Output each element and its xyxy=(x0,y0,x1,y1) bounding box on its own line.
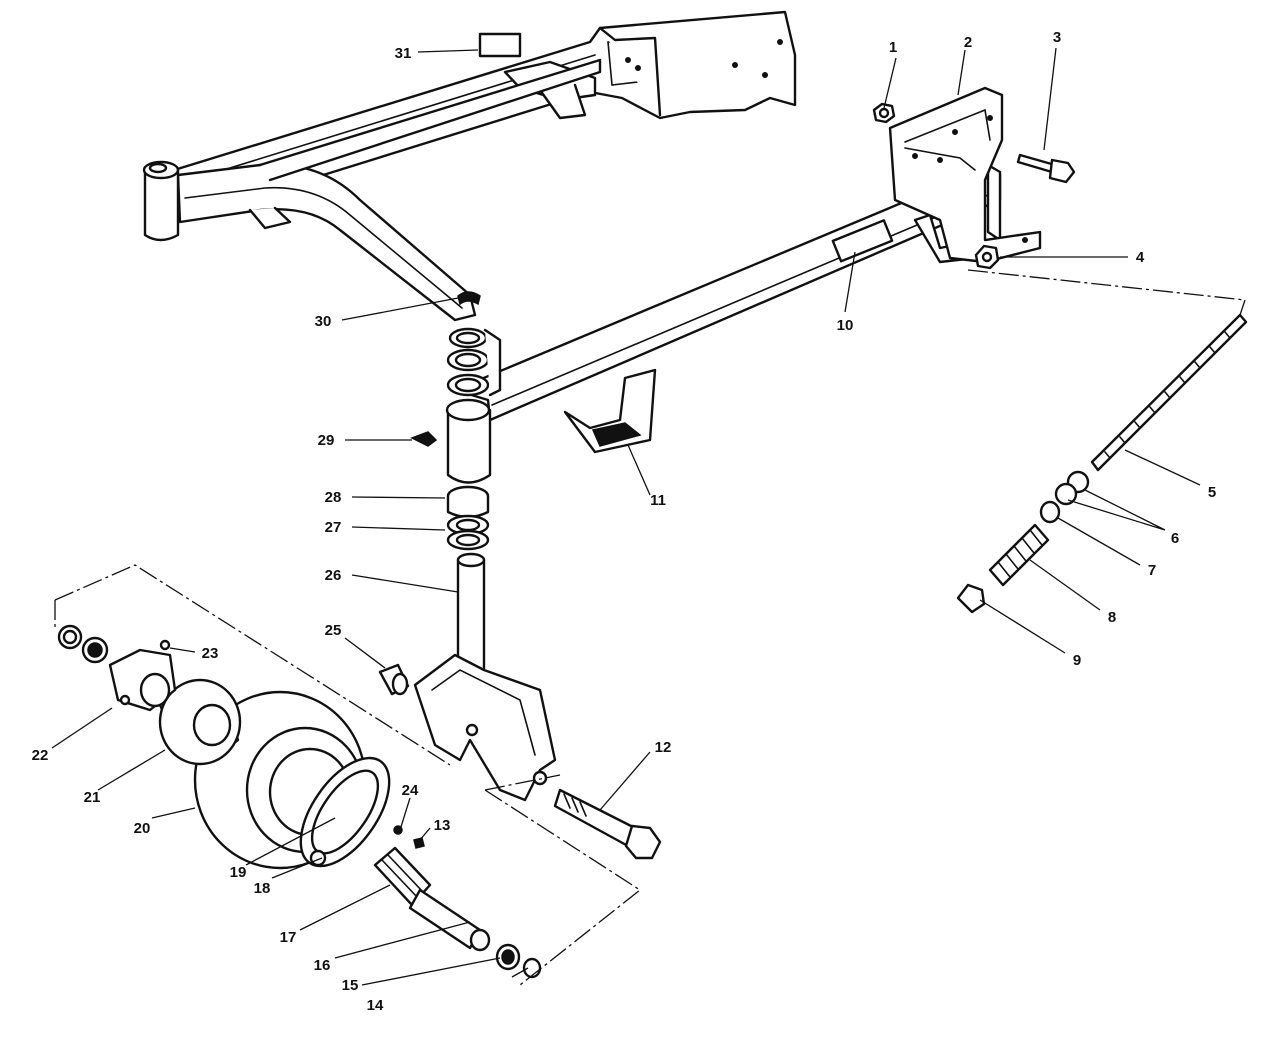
callout-13: 13 xyxy=(434,817,451,834)
seal-ring xyxy=(57,624,109,664)
callout-6: 6 xyxy=(1171,530,1179,547)
callout-31: 31 xyxy=(395,45,412,62)
callout-3: 3 xyxy=(1053,29,1061,46)
callout-9: 9 xyxy=(1073,652,1081,669)
callout-26: 26 xyxy=(325,567,342,584)
callout-12: 12 xyxy=(655,739,672,756)
bolt-3 xyxy=(1016,153,1076,184)
bolt-12 xyxy=(553,788,662,860)
callout-8: 8 xyxy=(1108,609,1116,626)
leader-lines xyxy=(51,47,1201,986)
callout-22: 22 xyxy=(32,747,49,764)
assembly-lines xyxy=(54,269,1246,986)
washer-27 xyxy=(446,514,490,551)
washer-7 xyxy=(1039,500,1061,524)
callout-4: 4 xyxy=(1136,249,1145,266)
spring-8 xyxy=(988,523,1050,587)
frame-cross-arm xyxy=(142,58,602,322)
grease-fitting-29 xyxy=(410,431,438,447)
callout-15: 15 xyxy=(342,977,359,994)
callout-24: 24 xyxy=(402,782,419,799)
retainer-19 xyxy=(309,849,327,867)
callout-28: 28 xyxy=(325,489,342,506)
callout-16: 16 xyxy=(314,957,331,974)
callout-14: 14 xyxy=(367,997,384,1014)
nut-1 xyxy=(872,102,896,124)
callout-29: 29 xyxy=(318,432,335,449)
callout-17: 17 xyxy=(280,929,297,946)
callout-18: 18 xyxy=(254,880,271,897)
bolt-9 xyxy=(956,583,986,614)
callout-21: 21 xyxy=(84,789,101,806)
right-frame-bracket xyxy=(888,86,1042,264)
spindle-fork xyxy=(413,552,557,802)
front-axle-tube xyxy=(453,163,1002,454)
washer-14 xyxy=(522,957,542,979)
callout-labels: 1 2 3 4 5 6 7 8 9 10 11 12 13 14 15 16 1… xyxy=(32,29,1217,1014)
callout-23: 23 xyxy=(202,645,219,662)
nut-4 xyxy=(974,244,1000,270)
callout-30: 30 xyxy=(315,313,332,330)
callout-1: 1 xyxy=(889,39,897,56)
bearing-17 xyxy=(373,846,432,907)
nuts-6 xyxy=(1054,470,1090,506)
axle-sleeve-16 xyxy=(408,888,491,952)
bushing-28 xyxy=(446,485,490,519)
hub-22 xyxy=(108,639,177,712)
callout-25: 25 xyxy=(325,622,342,639)
wheel-half-21 xyxy=(158,678,242,766)
callout-11: 11 xyxy=(650,492,666,509)
callout-5: 5 xyxy=(1208,484,1216,501)
bearing-15 xyxy=(495,943,521,971)
callout-10: 10 xyxy=(837,317,854,334)
threaded-rod-5 xyxy=(1090,313,1248,472)
callout-2: 2 xyxy=(964,34,972,51)
callout-19: 19 xyxy=(230,864,247,881)
pivot-spindle-housing xyxy=(445,291,502,484)
fitting-13-24 xyxy=(393,825,425,849)
spacer-25 xyxy=(378,663,410,696)
callout-20: 20 xyxy=(134,820,151,837)
callout-27: 27 xyxy=(325,519,342,536)
callout-7: 7 xyxy=(1148,562,1156,579)
